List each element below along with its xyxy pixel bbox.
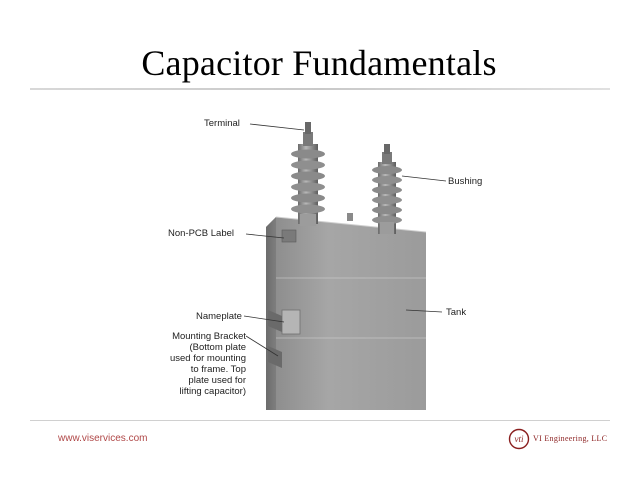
- leader-terminal: [249, 123, 305, 131]
- company-name: VI Engineering, LLC: [533, 434, 608, 443]
- bushing-right: [372, 144, 402, 234]
- bracket-line-3: used for mounting: [169, 353, 246, 364]
- leader-bracket: [245, 335, 279, 357]
- slide-title: Capacitor Fundamentals: [141, 43, 497, 83]
- label-tank: Tank: [446, 307, 467, 318]
- capacitor-diagram: [243, 122, 447, 410]
- bushing-left: [291, 122, 325, 226]
- nameplate-plate: [281, 309, 301, 335]
- bracket-line-2: (Bottom plate: [189, 342, 247, 353]
- label-non-pcb: Non-PCB Label: [168, 228, 235, 239]
- bracket-line-1: Mounting Bracket: [172, 331, 246, 342]
- leader-tank: [405, 309, 443, 313]
- non-pcb-sticker: [281, 229, 297, 243]
- label-mounting-bracket: Mounting Bracket (Bottom plate used for …: [152, 331, 246, 397]
- bracket-line-6: lifting capacitor): [179, 386, 246, 397]
- company-logo-icon: vti: [508, 428, 530, 450]
- footer-divider: [30, 420, 610, 421]
- logo-text: vti: [515, 434, 524, 444]
- leader-nameplate: [243, 315, 285, 323]
- footer-url[interactable]: www.viservices.com: [58, 433, 148, 444]
- title-divider: [30, 88, 610, 90]
- bracket-line-5: plate used for: [188, 375, 246, 386]
- lifting-lug: [347, 213, 353, 221]
- label-nameplate: Nameplate: [196, 311, 242, 322]
- tank: [276, 217, 426, 410]
- leader-non-pcb: [245, 233, 285, 239]
- leader-bushing: [401, 175, 447, 182]
- label-bushing: Bushing: [448, 176, 483, 187]
- label-terminal: Terminal: [204, 118, 240, 129]
- bracket-line-4: to frame. Top: [190, 364, 246, 375]
